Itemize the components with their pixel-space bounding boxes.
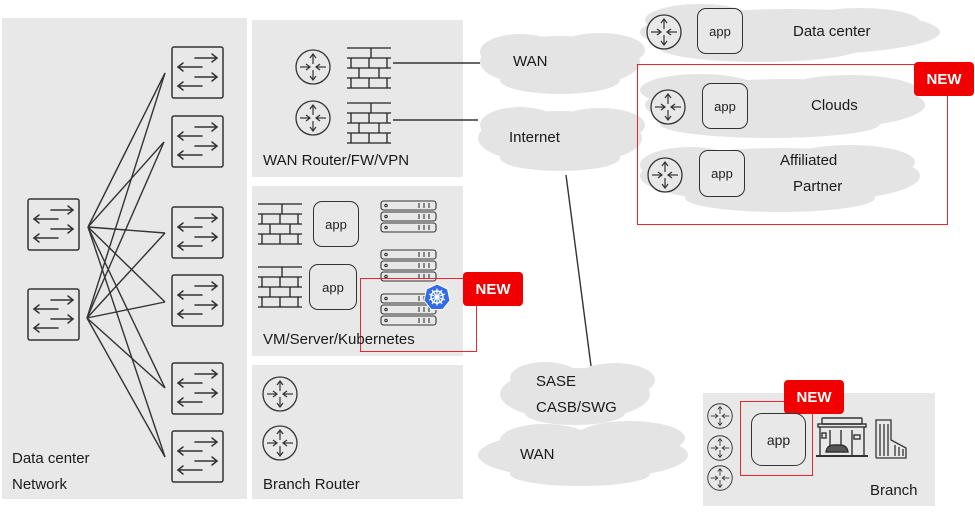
sase-label-2: CASB/SWG: [536, 399, 617, 416]
datacenter-network-label-1: Data center: [12, 450, 90, 467]
branch-router-label: Branch Router: [263, 476, 360, 493]
new-clouds-outline: [637, 64, 948, 225]
router-icon: [646, 14, 682, 50]
app-box: app: [751, 413, 806, 466]
new-branch-app-outline: [740, 401, 813, 476]
app-box: app: [697, 8, 743, 54]
wan-bottom-label: WAN: [520, 446, 555, 463]
app-box: app: [309, 264, 357, 310]
new-badge-kubernetes: NEW: [463, 272, 523, 306]
new-badge-branch: NEW: [784, 380, 844, 414]
wan-router-label: WAN Router/FW/VPN: [263, 152, 410, 169]
app-box: app: [702, 83, 748, 129]
clouds-label: Clouds: [811, 97, 858, 114]
affiliated-label-2: Partner: [793, 178, 843, 195]
cloud-data-center: [640, 4, 940, 62]
wan-router-panel: [252, 20, 463, 177]
sase-label-1: SASE: [536, 373, 577, 390]
data-center-label: Data center: [793, 23, 871, 40]
new-kubernetes-outline: [360, 278, 477, 352]
app-box: app: [699, 150, 745, 197]
app-box: app: [313, 201, 359, 247]
affiliated-label-1: Affiliated: [780, 152, 838, 169]
branch-label: Branch: [870, 482, 918, 499]
vm-server-label: VM/Server/Kubernetes: [263, 331, 415, 348]
cloud-wan-bottom: [478, 421, 688, 486]
new-badge-clouds: NEW: [914, 62, 974, 96]
cloud-internet: [478, 107, 645, 171]
datacenter-network-label-2: Network: [12, 476, 68, 493]
wan-top-label: WAN: [513, 53, 548, 70]
datacenter-network-panel: [2, 18, 247, 499]
internet-label: Internet: [509, 129, 560, 146]
cloud-wan-top: [480, 33, 645, 94]
